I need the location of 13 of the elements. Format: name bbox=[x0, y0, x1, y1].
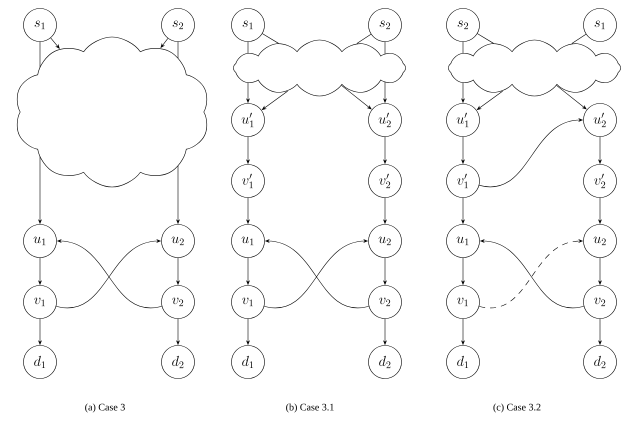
connector-line bbox=[572, 34, 586, 44]
cloud-shape bbox=[233, 40, 406, 96]
cloud-shape bbox=[448, 40, 621, 96]
arrow bbox=[50, 38, 60, 49]
connector-line bbox=[462, 42, 464, 54]
connector-line bbox=[477, 33, 494, 44]
caption: (a) Case 3 bbox=[85, 403, 125, 413]
cloud-shape bbox=[16, 36, 208, 188]
connector-line bbox=[384, 42, 386, 54]
caption: (c) Case 3.2 bbox=[493, 403, 540, 413]
connector-line bbox=[356, 34, 372, 44]
caption: (b) Case 3.1 bbox=[286, 403, 334, 413]
connector-line bbox=[262, 33, 279, 44]
